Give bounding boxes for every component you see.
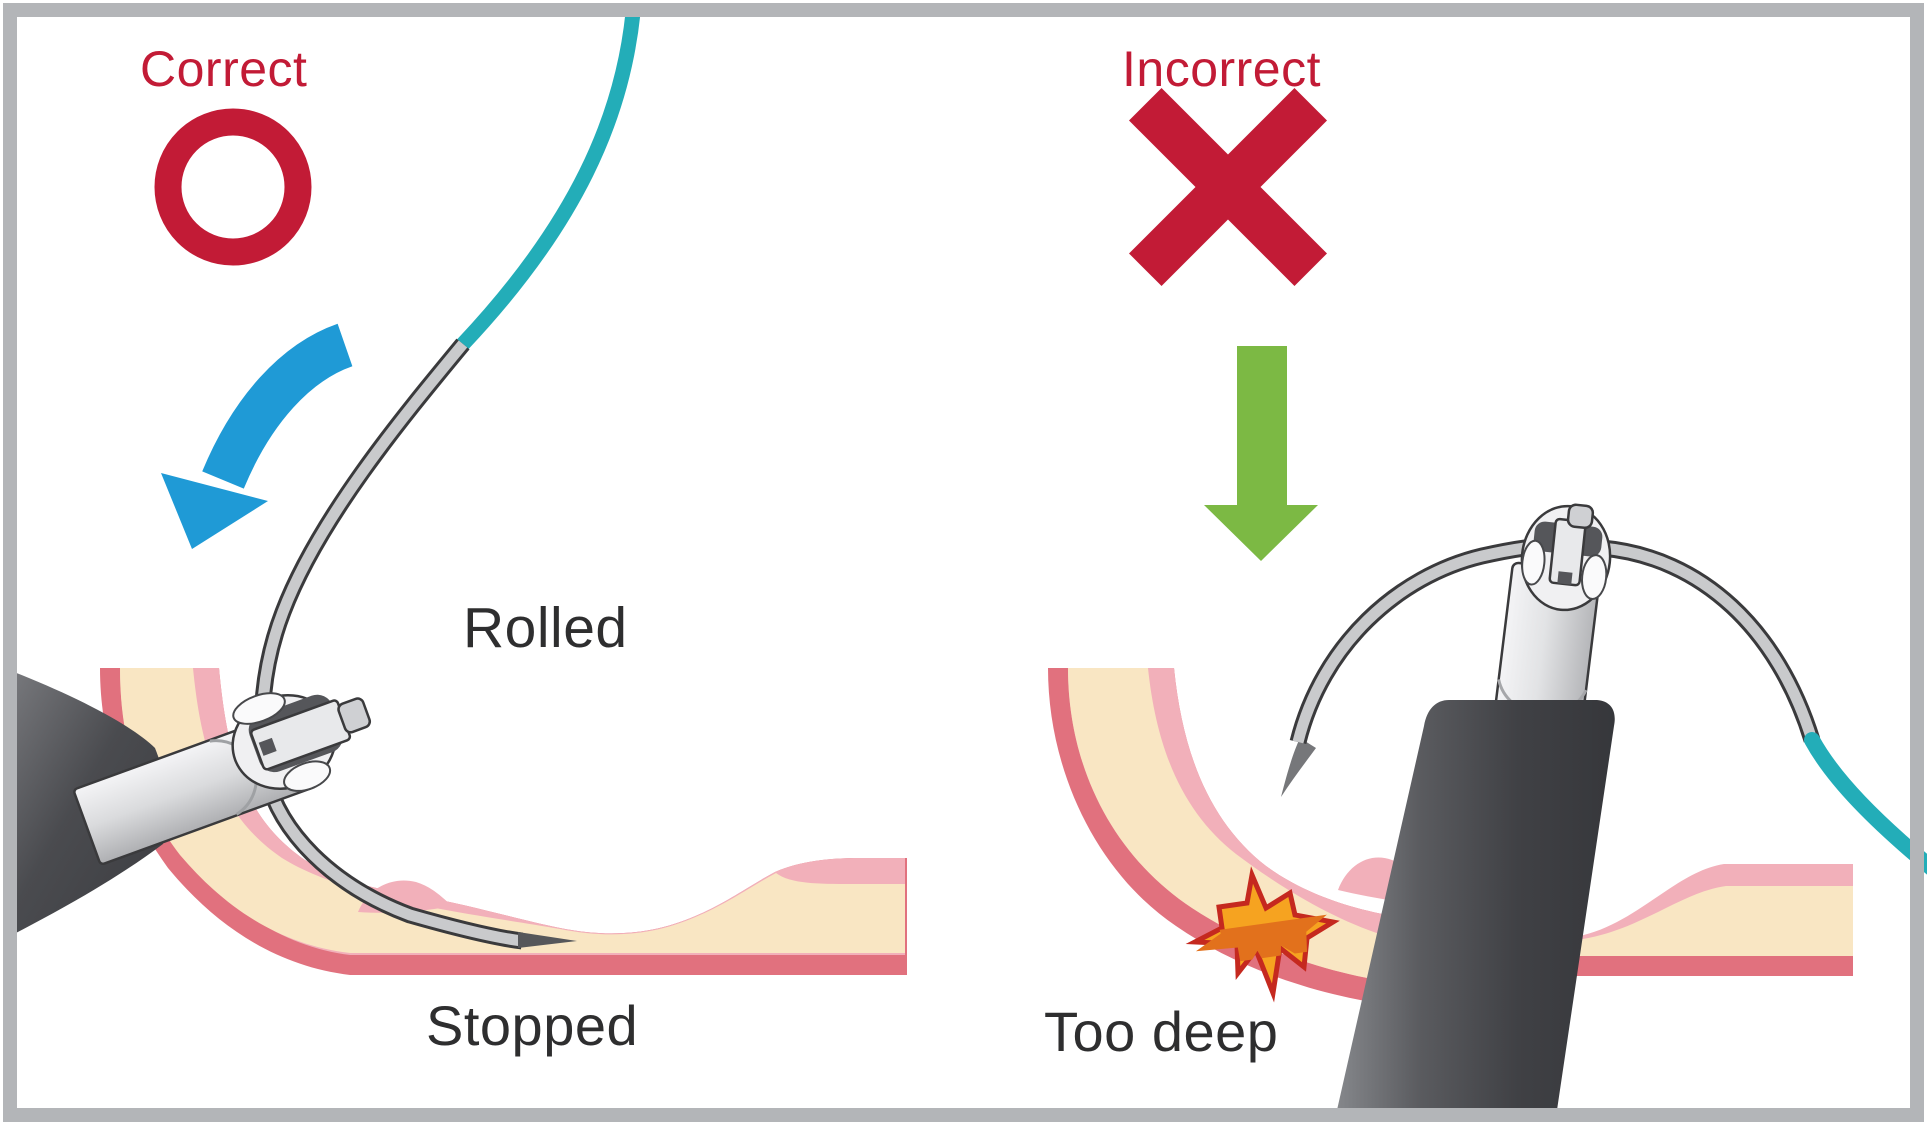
driver-jaw-right	[1520, 503, 1612, 612]
needle-tip-right	[1281, 738, 1316, 797]
incorrect-cross-icon	[1129, 88, 1327, 286]
downward-arrow-icon	[1204, 346, 1318, 561]
tissue-core-layer-right	[1068, 668, 1416, 985]
stopped-label: Stopped	[426, 994, 639, 1057]
downward-arrow-head	[1204, 505, 1318, 561]
correct-title: Correct	[140, 41, 308, 97]
needle-driver-left	[14, 672, 372, 934]
suture-thread-right	[1804, 732, 1927, 875]
suture-thread-left	[455, 5, 641, 352]
needle-tip-left	[518, 932, 577, 948]
too-deep-label: Too deep	[1044, 1000, 1279, 1063]
jaw-highlight-top-left	[232, 692, 286, 725]
driver-shaft-right	[1337, 700, 1615, 1110]
needle-driver-right	[1337, 503, 1615, 1110]
jaw-highlight-right-right	[1581, 554, 1608, 600]
tissue-core-layer-left	[120, 668, 905, 953]
jaw-nub-left	[337, 697, 372, 734]
jaw-slot-left	[258, 737, 277, 756]
jaw-nub-right	[1566, 503, 1595, 530]
jaw-slot-right	[1557, 571, 1573, 585]
tissue-flat-band-right	[1565, 864, 1853, 976]
rotation-arrow-head	[161, 473, 268, 549]
rolled-label: Rolled	[463, 596, 628, 660]
flat-band-core	[1565, 886, 1853, 956]
incorrect-title: Incorrect	[1122, 41, 1322, 97]
rotation-arrow-shaft	[202, 323, 354, 489]
flat-band-outer	[1565, 956, 1853, 976]
driver-jaw-left	[231, 692, 372, 792]
jaw-highlight-bottom-left	[283, 760, 332, 792]
rotation-arrow-icon	[161, 323, 354, 549]
downward-arrow-shaft	[1237, 346, 1287, 507]
cross-bar-2	[1129, 88, 1327, 286]
frame-border	[3, 3, 1924, 1122]
jaw-highlight-left-right	[1521, 539, 1546, 586]
correct-circle-icon	[154, 108, 312, 266]
